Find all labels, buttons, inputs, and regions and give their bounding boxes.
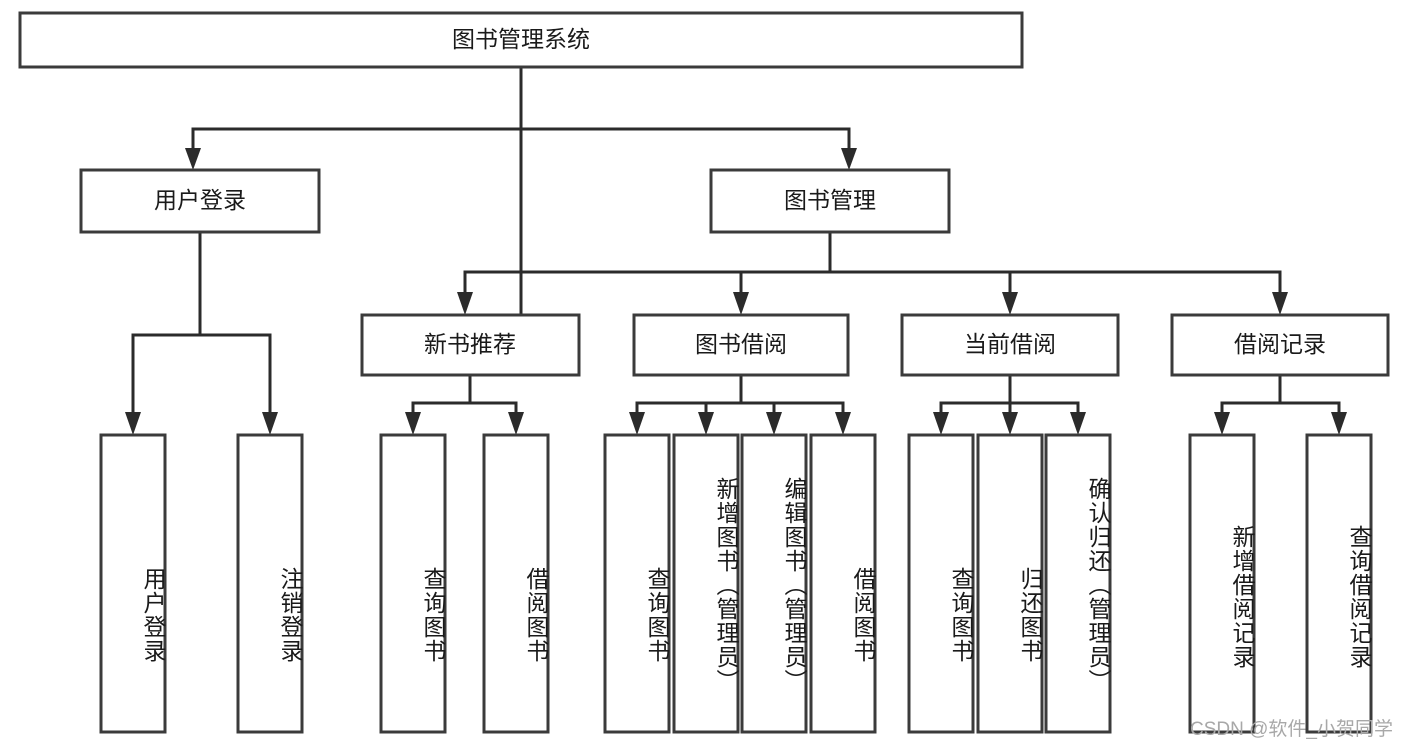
arrowhead-borrow-record bbox=[1272, 292, 1288, 315]
arrowhead-leaf-confirm-return bbox=[1070, 412, 1086, 435]
node-book-management-label: 图书管理 bbox=[784, 187, 876, 213]
arrowhead-leaf-add-record bbox=[1214, 412, 1230, 435]
arrowhead-leaf-user-login bbox=[125, 412, 141, 435]
node-root-label: 图书管理系统 bbox=[452, 26, 590, 52]
node-user-login-box[interactable] bbox=[79, 168, 321, 234]
node-leaf-query-book-2-box[interactable] bbox=[603, 433, 671, 734]
arrowhead-leaf-query-record bbox=[1331, 412, 1347, 435]
csdn-watermark: CSDN @软件_小贺同学 bbox=[1190, 719, 1393, 740]
arrowhead-leaf-query-book-3 bbox=[933, 412, 949, 435]
node-book-borrow-box[interactable] bbox=[632, 313, 850, 377]
arrowhead-current-borrow bbox=[1002, 292, 1018, 315]
arrowhead-leaf-query-book-2 bbox=[629, 412, 645, 435]
arrowhead-leaf-query-book-1 bbox=[405, 412, 421, 435]
node-leaf-return-book-box[interactable] bbox=[976, 433, 1044, 734]
node-leaf-borrow-book-1-box[interactable] bbox=[482, 433, 550, 734]
arrowhead-userlogin bbox=[185, 148, 201, 170]
arrowhead-leaf-borrow-book-2 bbox=[835, 412, 851, 435]
arrowhead-bookmgmt bbox=[841, 148, 857, 170]
node-borrow-record-label: 借阅记录 bbox=[1234, 331, 1326, 357]
node-book-borrow-label: 图书借阅 bbox=[695, 331, 787, 357]
node-leaf-query-book-3-box[interactable] bbox=[907, 433, 975, 734]
node-leaf-edit-book-box[interactable] bbox=[740, 433, 808, 734]
node-leaf-logout-login-box[interactable] bbox=[236, 433, 304, 734]
node-leaf-query-book-1-box[interactable] bbox=[379, 433, 447, 734]
node-new-book-recommend-box[interactable] bbox=[360, 313, 581, 377]
node-current-borrow-label: 当前借阅 bbox=[964, 331, 1056, 357]
arrowhead-book-borrow bbox=[733, 292, 749, 315]
arrowhead-leaf-return-book bbox=[1002, 412, 1018, 435]
node-root-box[interactable] bbox=[18, 11, 1024, 69]
node-current-borrow-box[interactable] bbox=[900, 313, 1120, 377]
node-new-book-recommend-label: 新书推荐 bbox=[424, 331, 516, 357]
node-leaf-user-login-box[interactable] bbox=[99, 433, 167, 734]
arrowhead-leaf-borrow-book-1 bbox=[508, 412, 524, 435]
node-borrow-record-box[interactable] bbox=[1170, 313, 1390, 377]
node-leaf-add-book-box[interactable] bbox=[672, 433, 740, 734]
node-leaf-add-record-box[interactable] bbox=[1188, 433, 1256, 734]
arrowhead-new-book-recommend bbox=[457, 292, 473, 315]
node-book-management-box[interactable] bbox=[709, 168, 951, 234]
node-leaf-confirm-return-box[interactable] bbox=[1044, 433, 1112, 734]
node-leaf-borrow-book-2-box[interactable] bbox=[809, 433, 877, 734]
node-user-login-label: 用户登录 bbox=[154, 187, 246, 213]
arrowhead-leaf-logout-login bbox=[262, 412, 278, 435]
node-leaf-query-record-box[interactable] bbox=[1305, 433, 1373, 734]
arrowhead-leaf-add-book bbox=[698, 412, 714, 435]
arrowhead-leaf-edit-book bbox=[766, 412, 782, 435]
